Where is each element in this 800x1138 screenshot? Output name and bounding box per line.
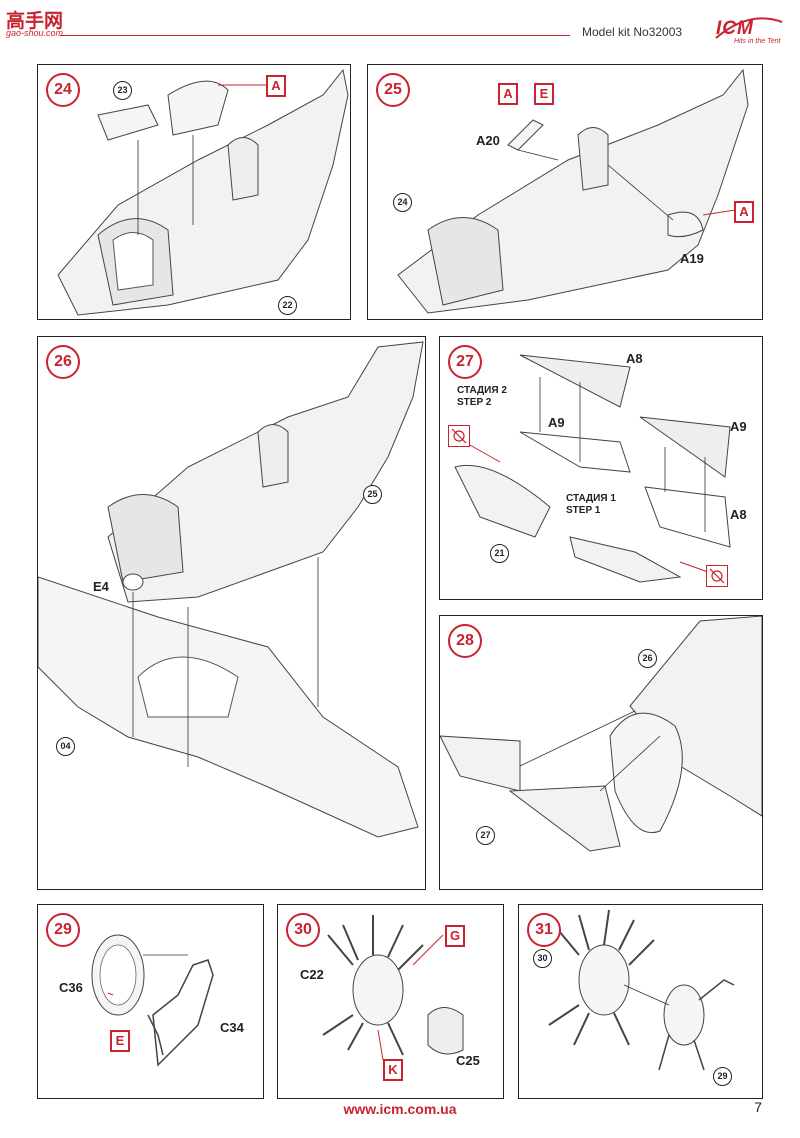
- step-31-panel: 31 30 29: [518, 904, 763, 1099]
- step-24-panel: 24 23 A 22: [37, 64, 351, 320]
- tail-assembly-illustration: [440, 616, 762, 852]
- no-glue-icon: [706, 565, 728, 587]
- part-a8-label-right: A8: [730, 507, 747, 522]
- part-e4-label: E4: [93, 579, 109, 594]
- paint-code-a: A: [266, 75, 286, 97]
- kit-title: Model kit No32003: [582, 25, 683, 39]
- ref-step-24: 24: [393, 193, 412, 212]
- paint-code-a: A: [498, 83, 518, 105]
- stabilizer-assembly-illustration: [454, 354, 731, 583]
- part-a8-label: A8: [626, 351, 643, 366]
- stage-1-en: STEP 1: [566, 505, 601, 516]
- stage-1-label: СТАДИЯ 1 STEP 1: [566, 493, 616, 517]
- icm-logo-swoosh: [715, 17, 783, 39]
- site-logo-sub: gao-shou.com: [6, 28, 64, 38]
- ref-step-30: 30: [533, 949, 552, 968]
- step-25-panel: 25 A E A20 24 A A19: [367, 64, 763, 320]
- part-a9-label-right: A9: [730, 419, 747, 434]
- step-number: 28: [448, 624, 482, 658]
- paint-code-a: A: [734, 201, 754, 223]
- step-28-panel: 28 26 27: [439, 615, 763, 890]
- stage-2-en: STEP 2: [457, 397, 492, 408]
- brand-slogan: Hits in the Tent: [734, 38, 781, 45]
- ref-step-29: 29: [713, 1067, 732, 1086]
- part-c22-label: C22: [300, 967, 324, 982]
- part-c34-label: C34: [220, 1020, 244, 1035]
- fuselage-wing-illustration: [38, 341, 424, 838]
- header-rule: [60, 35, 570, 36]
- ref-step-21: 21: [490, 544, 509, 563]
- fuselage-cockpit-illustration: [57, 68, 349, 316]
- engine-mount-ring-illustration: [91, 934, 214, 1067]
- paint-code-e: E: [534, 83, 554, 105]
- step-number: 24: [46, 73, 80, 107]
- part-a9-label: A9: [548, 415, 565, 430]
- stage-2-ru: СТАДИЯ 2: [457, 385, 507, 396]
- brand-logo: ICM: [716, 18, 754, 39]
- step-number: 30: [286, 913, 320, 947]
- step-27-panel: 27 A8 СТАДИЯ 2 STEP 2 A9 A9 СТАДИЯ 1 STE…: [439, 336, 763, 600]
- step-30-panel: 30 G C22 K C25: [277, 904, 504, 1099]
- paint-code-g: G: [445, 925, 465, 947]
- footer-url[interactable]: www.icm.com.ua: [343, 1101, 457, 1117]
- step-number: 27: [448, 345, 482, 379]
- step-26-panel: 26 25 E4 04: [37, 336, 426, 890]
- ref-step-27: 27: [476, 826, 495, 845]
- engine-cowling-mount-illustration: [548, 909, 735, 1071]
- step-number: 25: [376, 73, 410, 107]
- part-c36-label: C36: [59, 980, 83, 995]
- ref-step-04: 04: [56, 737, 75, 756]
- step-number: 29: [46, 913, 80, 947]
- ref-step-26: 26: [638, 649, 657, 668]
- page-number: 7: [754, 1099, 762, 1115]
- step-number: 31: [527, 913, 561, 947]
- ref-step-23: 23: [113, 81, 132, 100]
- paint-code-e: E: [110, 1030, 130, 1052]
- step-29-panel: 29 C36 C34 E: [37, 904, 264, 1099]
- part-c25-label: C25: [456, 1053, 480, 1068]
- stage-1-ru: СТАДИЯ 1: [566, 493, 616, 504]
- ref-step-25: 25: [363, 485, 382, 504]
- paint-code-k: K: [383, 1059, 403, 1081]
- part-a19-label: A19: [680, 251, 704, 266]
- ref-step-22: 22: [278, 296, 297, 315]
- part-a20-label: A20: [476, 133, 500, 148]
- site-logo: 高手网: [6, 11, 64, 32]
- stage-2-label: СТАДИЯ 2 STEP 2: [457, 385, 507, 409]
- no-glue-icon: [448, 425, 470, 447]
- fuselage-canopy-illustration: [397, 68, 749, 314]
- engine-cowling-illustration: [322, 915, 464, 1061]
- step-number: 26: [46, 345, 80, 379]
